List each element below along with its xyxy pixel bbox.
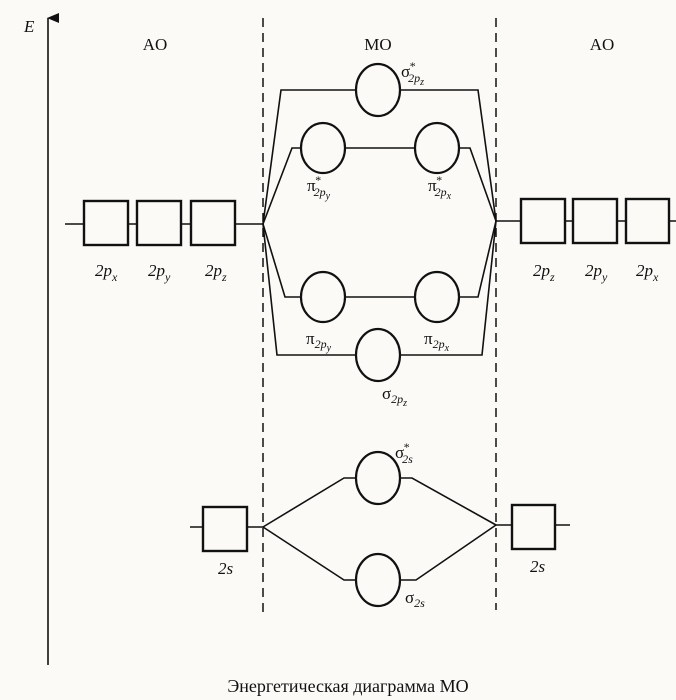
label-sigma-star-2s: σ*2s — [395, 440, 413, 466]
label-2py-right: 2py — [585, 261, 608, 284]
ao-box-2pz-left — [189, 199, 237, 247]
mo-sigma-star-2pz — [354, 62, 402, 118]
label-sigma-star-2pz: σ*2pz — [401, 59, 424, 88]
energy-axis-label: E — [23, 17, 35, 36]
label-sigma-2pz: σ2pz — [382, 384, 407, 409]
header-ao-left: AO — [143, 35, 168, 54]
label-2px-right: 2px — [636, 261, 659, 284]
ao-box-2s-left — [201, 505, 249, 553]
connector-pi-star — [262, 147, 497, 225]
ao-box-2pz-right — [519, 197, 567, 245]
diagram-caption: Энергетическая диаграмма МО — [227, 676, 468, 696]
ao-box-2px-right — [624, 197, 671, 245]
label-sigma-2s: σ2s — [405, 588, 425, 610]
header-ao-right: AO — [590, 35, 615, 54]
label-2px-left: 2px — [95, 261, 118, 284]
mo-pi-2px — [413, 270, 461, 324]
mo-sigma-star-2s — [354, 450, 402, 506]
label-2s-right: 2s — [530, 557, 546, 576]
label-2pz-left: 2pz — [205, 261, 227, 284]
label-2pz-right: 2pz — [533, 261, 555, 284]
label-2s-left: 2s — [218, 559, 234, 578]
ao-box-2s-right — [510, 503, 557, 551]
ao-box-2px-left — [82, 199, 130, 247]
label-pi-star-2px: π*2px — [428, 173, 452, 202]
ao-box-2py-left — [135, 199, 183, 247]
mo-sigma-2s — [354, 552, 402, 608]
mo-pi-star-2px — [413, 121, 461, 175]
mo-sigma-2pz — [354, 327, 402, 383]
label-pi-2px: π2px — [424, 329, 450, 354]
mo-pi-star-2py — [299, 121, 347, 175]
connector-pi — [262, 220, 497, 298]
header-mo: MO — [364, 35, 391, 54]
ao-box-2py-right — [571, 197, 619, 245]
label-2py-left: 2py — [148, 261, 171, 284]
label-pi-2py: π2py — [306, 329, 332, 354]
label-pi-star-2py: π*2py — [307, 173, 331, 202]
mo-pi-2py — [299, 270, 347, 324]
